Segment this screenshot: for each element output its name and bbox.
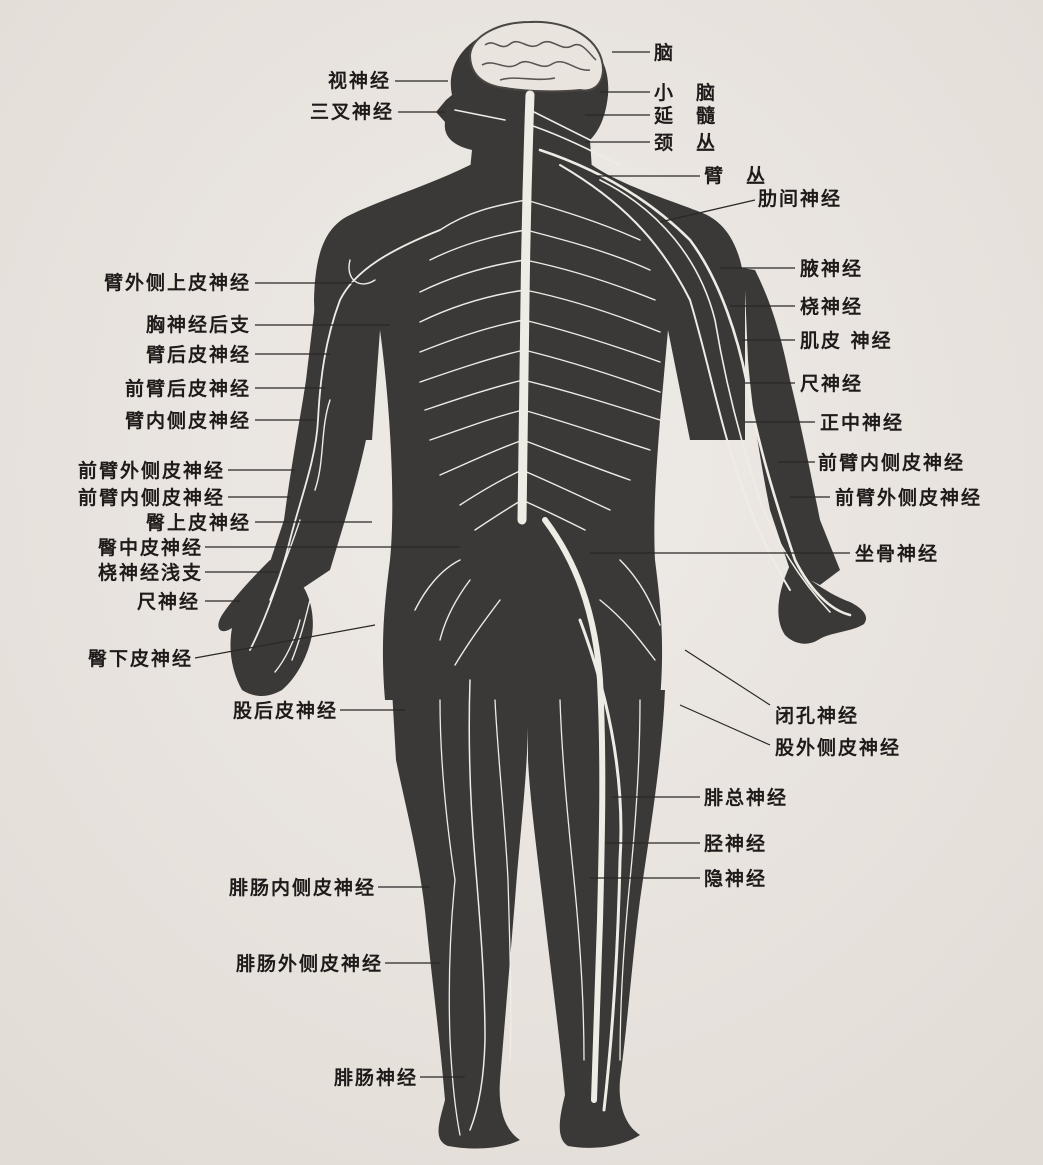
label-ulnar-nerve-right: 尺神经 <box>800 373 863 395</box>
label-optic-nerve: 视神经 <box>328 70 391 92</box>
label-tibial-nerve: 胫神经 <box>704 833 767 855</box>
label-middle-cluneal: 臀中皮神经 <box>98 537 203 559</box>
label-posterior-cutaneous-forearm: 前臂后皮神经 <box>125 378 251 400</box>
label-medial-cutaneous-forearm-left: 前臂内侧皮神经 <box>78 487 225 509</box>
label-intercostal-nerve: 肋间神经 <box>758 188 842 210</box>
label-sciatic-nerve: 坐骨神经 <box>855 543 939 565</box>
label-superior-cluneal: 臀上皮神经 <box>146 512 251 534</box>
label-posterior-cutaneous-arm: 臂后皮神经 <box>146 344 251 366</box>
label-upper-lateral-cutaneous-arm: 臂外侧上皮神经 <box>104 272 251 294</box>
label-musculocutaneous-nerve: 肌皮 神经 <box>800 330 893 352</box>
label-lateral-sural-cutaneous: 腓肠外侧皮神经 <box>236 953 383 975</box>
label-medial-cutaneous-arm: 臂内侧皮神经 <box>125 410 251 432</box>
label-sural-nerve: 腓肠神经 <box>334 1067 418 1089</box>
label-axillary-nerve: 腋神经 <box>800 258 863 280</box>
label-lateral-cutaneous-forearm-left: 前臂外侧皮神经 <box>78 460 225 482</box>
label-lateral-cutaneous-forearm-right: 前臂外侧皮神经 <box>835 487 982 509</box>
label-inferior-cluneal: 臀下皮神经 <box>88 648 193 670</box>
label-median-nerve: 正中神经 <box>820 412 904 434</box>
label-ulnar-nerve-left: 尺神经 <box>137 591 200 613</box>
label-medial-sural-cutaneous: 腓肠内侧皮神经 <box>229 877 376 899</box>
label-cervical-plexus: 颈 丛 <box>654 132 717 154</box>
label-superficial-radial: 桡神经浅支 <box>98 562 203 584</box>
label-common-peroneal: 腓总神经 <box>704 787 788 809</box>
label-posterior-femoral-cutaneous: 股后皮神经 <box>233 700 338 722</box>
label-cerebellum: 小 脑 <box>654 82 717 104</box>
label-saphenous-nerve: 隐神经 <box>704 868 767 890</box>
label-thoracic-posterior-rami: 胸神经后支 <box>146 314 251 336</box>
label-medial-cutaneous-forearm-right: 前臂内侧皮神经 <box>818 452 965 474</box>
label-brain: 脑 <box>654 42 675 64</box>
label-lateral-femoral-cutaneous: 股外侧皮神经 <box>775 737 901 759</box>
label-radial-nerve-right: 桡神经 <box>800 296 863 318</box>
label-brachial-plexus: 臂 丛 <box>704 165 767 187</box>
label-trigeminal-nerve: 三叉神经 <box>310 101 394 123</box>
label-obturator-nerve: 闭孔神经 <box>775 705 859 727</box>
label-medulla: 延 髓 <box>654 105 717 127</box>
